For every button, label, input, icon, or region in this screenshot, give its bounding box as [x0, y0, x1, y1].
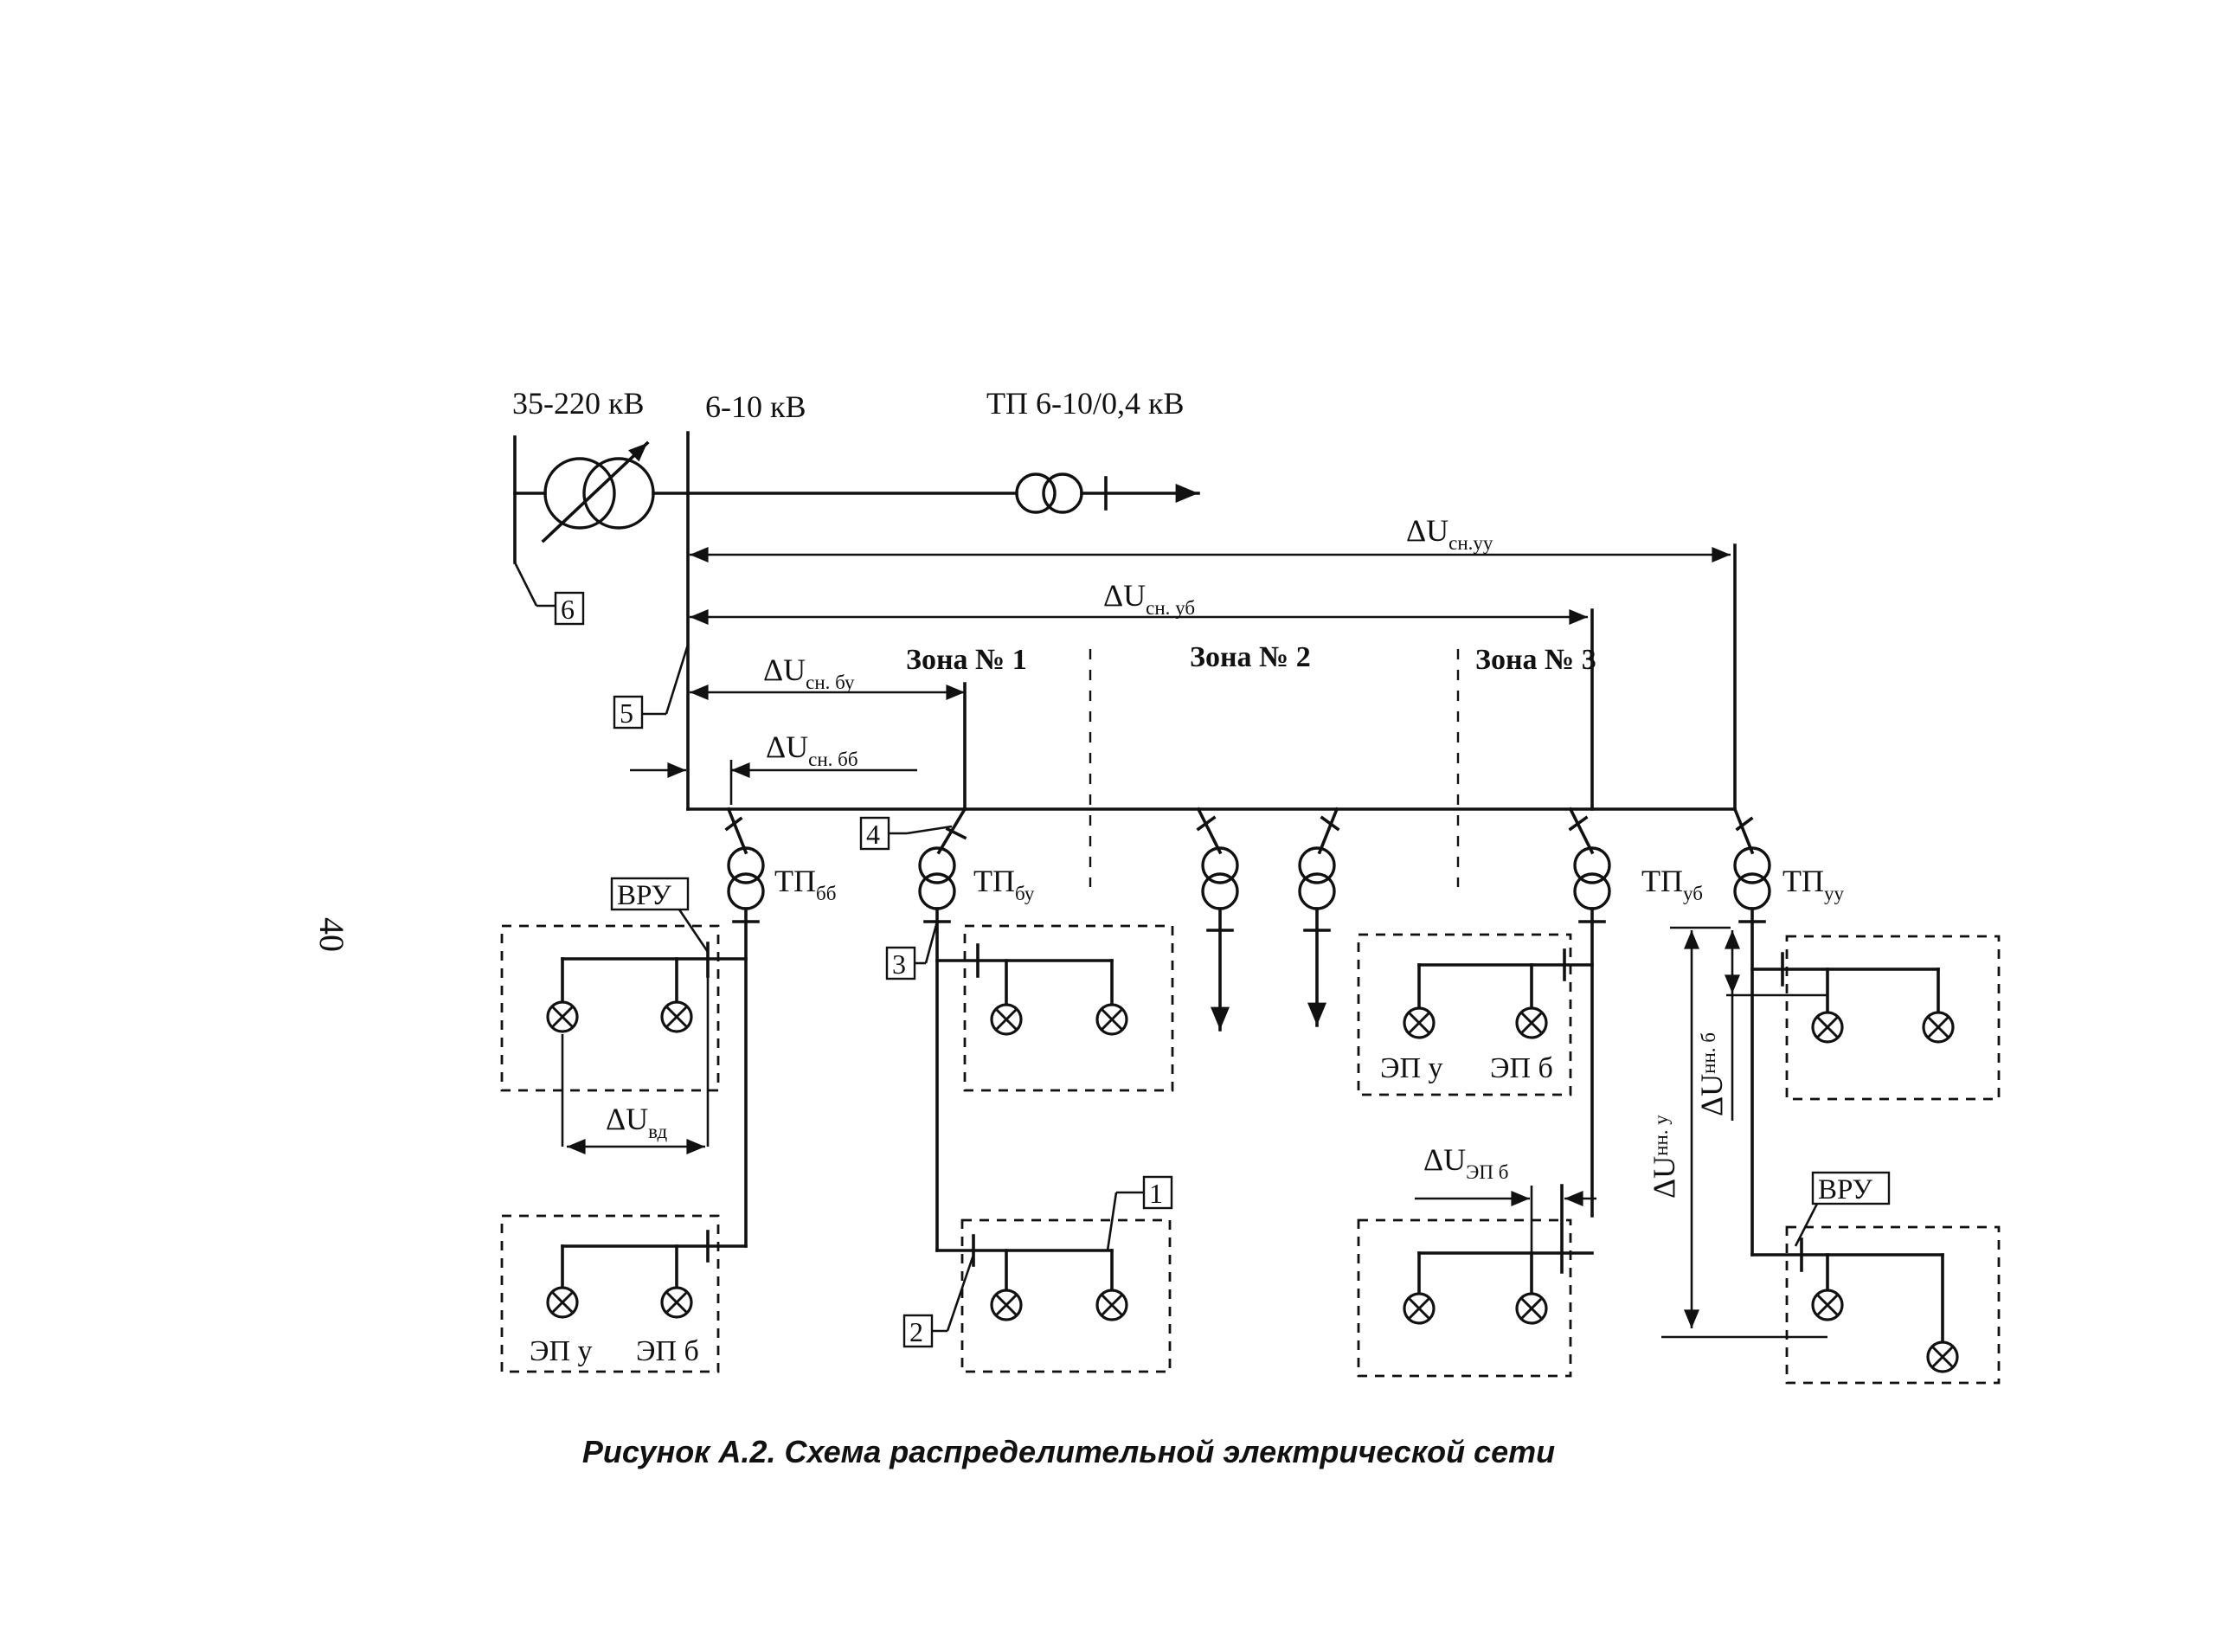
tp-bu-switch [945, 826, 967, 840]
consumer-box-bb-lower [500, 1214, 720, 1373]
lamp-icon [1515, 1292, 1548, 1325]
ep-b-label-ub: ЭП б [1490, 1052, 1553, 1084]
callout-3: 3 [892, 948, 906, 980]
delta-ep-b-label: ΔUЭП б [1423, 1142, 1508, 1183]
delta-vd-label: ΔUвд [606, 1102, 667, 1142]
tp-z2b-tap [1317, 807, 1339, 855]
lamp-icon [546, 1000, 579, 1033]
callout-2: 2 [909, 1316, 923, 1347]
consumer-box-ub-upper [1357, 933, 1572, 1096]
tp-bu-icon [918, 846, 956, 910]
tp-uu-label: ТПуу [1782, 864, 1845, 904]
tp-bb-icon [727, 846, 765, 910]
tp-transformer-icon [1015, 472, 1083, 514]
lamp-icon [990, 1289, 1023, 1321]
tp-ub-icon [1573, 846, 1611, 910]
consumer-box-bu-lower [960, 1218, 1172, 1373]
vru-label-bb: ВРУ [617, 880, 672, 911]
callout-2-leader [946, 1254, 975, 1332]
tp-ub-switch [1568, 815, 1589, 832]
lamp-icon [1811, 1289, 1844, 1321]
zone-2-label: Зона № 2 [1190, 641, 1311, 673]
lamp-icon [1403, 1292, 1436, 1325]
callout-1-leader [1106, 1192, 1118, 1251]
vru-leader-bb [678, 909, 710, 953]
tp-bb-label: ТПбб [774, 864, 836, 904]
lamp-icon [660, 1000, 693, 1033]
lamp-icon [1095, 1003, 1128, 1036]
tp-ub-tap [1568, 807, 1595, 855]
delta-sn-ub-label: ΔUсн. уб [1103, 578, 1195, 619]
tp-zone2-a-icon [1201, 846, 1239, 910]
tp-bb-switch [724, 816, 743, 832]
lamp-icon [1515, 1006, 1548, 1039]
tp-zone2-b-icon [1298, 846, 1336, 910]
label-6-10kv: 6-10 кВ [705, 389, 806, 424]
lamp-icon [1095, 1289, 1128, 1321]
vru-box-uu [1811, 1171, 1891, 1205]
leader-6 [513, 562, 538, 607]
vru-box-bb [610, 877, 690, 911]
vru-label-uu: ВРУ [1818, 1174, 1873, 1205]
callout-5-box [613, 695, 644, 730]
consumer-box-bb-upper [500, 924, 720, 1092]
lamp-icon [1926, 1340, 1959, 1373]
label-tp-6-10-04kv: ТП 6-10/0,4 кВ [986, 386, 1184, 421]
consumer-box-bu-upper [963, 924, 1174, 1092]
callout-4-leader [906, 825, 953, 835]
lamp-icon [990, 1003, 1023, 1036]
delta-sn-bu-label: ΔUсн. бу [763, 652, 855, 693]
callout-6: 6 [561, 594, 575, 625]
tp-bb-tap [726, 807, 748, 855]
callout-1: 1 [1149, 1178, 1163, 1209]
delta-nn-u-label: ΔUнн. у [1647, 1115, 1681, 1199]
zone-3-label: Зона № 3 [1475, 644, 1596, 676]
lamp-icon [546, 1286, 579, 1319]
callout-4: 4 [866, 819, 880, 850]
consumer-box-uu-lower [1785, 1225, 2001, 1385]
consumer-box-ub-lower [1357, 1218, 1572, 1378]
lamp-icon [1811, 1011, 1844, 1044]
lamp-icon [1922, 1011, 1955, 1044]
tp-z2a-switch [1196, 815, 1217, 832]
leader-5 [665, 644, 690, 715]
lamp-icon [660, 1286, 693, 1319]
tp-uu-switch [1735, 816, 1754, 832]
tp-z2b-switch [1320, 815, 1340, 832]
ep-b-label-bb: ЭП б [636, 1335, 699, 1367]
tp-bu-label: ТПбу [973, 864, 1035, 904]
delta-sn-uu-label: ΔUсн.уу [1406, 513, 1493, 554]
consumer-box-uu-upper [1785, 935, 2001, 1101]
callout-3-leader [924, 921, 939, 964]
ep-u-label-ub: ЭП у [1380, 1052, 1443, 1084]
delta-nn-b-label: ΔUнн. б [1694, 1032, 1729, 1116]
callout-6-box [554, 591, 585, 626]
ep-u-label-bb: ЭП у [530, 1335, 593, 1367]
label-35-220kv: 35-220 кВ [512, 386, 645, 421]
tp-uu-icon [1733, 846, 1771, 910]
tp-ub-label: ТПуб [1641, 864, 1703, 904]
zone-1-label: Зона № 1 [906, 644, 1027, 676]
main-transformer-icon [513, 440, 690, 543]
callout-5: 5 [620, 697, 633, 729]
vru-leader-uu [1794, 1203, 1819, 1247]
lamp-icon [1403, 1006, 1436, 1039]
tp-uu-tap [1732, 807, 1755, 855]
delta-sn-bb-label: ΔUсн. бб [766, 730, 858, 770]
page-number: 40 [312, 917, 351, 952]
tp-z2a-tap [1196, 807, 1223, 855]
figure-caption: Рисунок А.2. Схема распределительной эле… [582, 1434, 1555, 1469]
callout-2-box [902, 1314, 934, 1348]
